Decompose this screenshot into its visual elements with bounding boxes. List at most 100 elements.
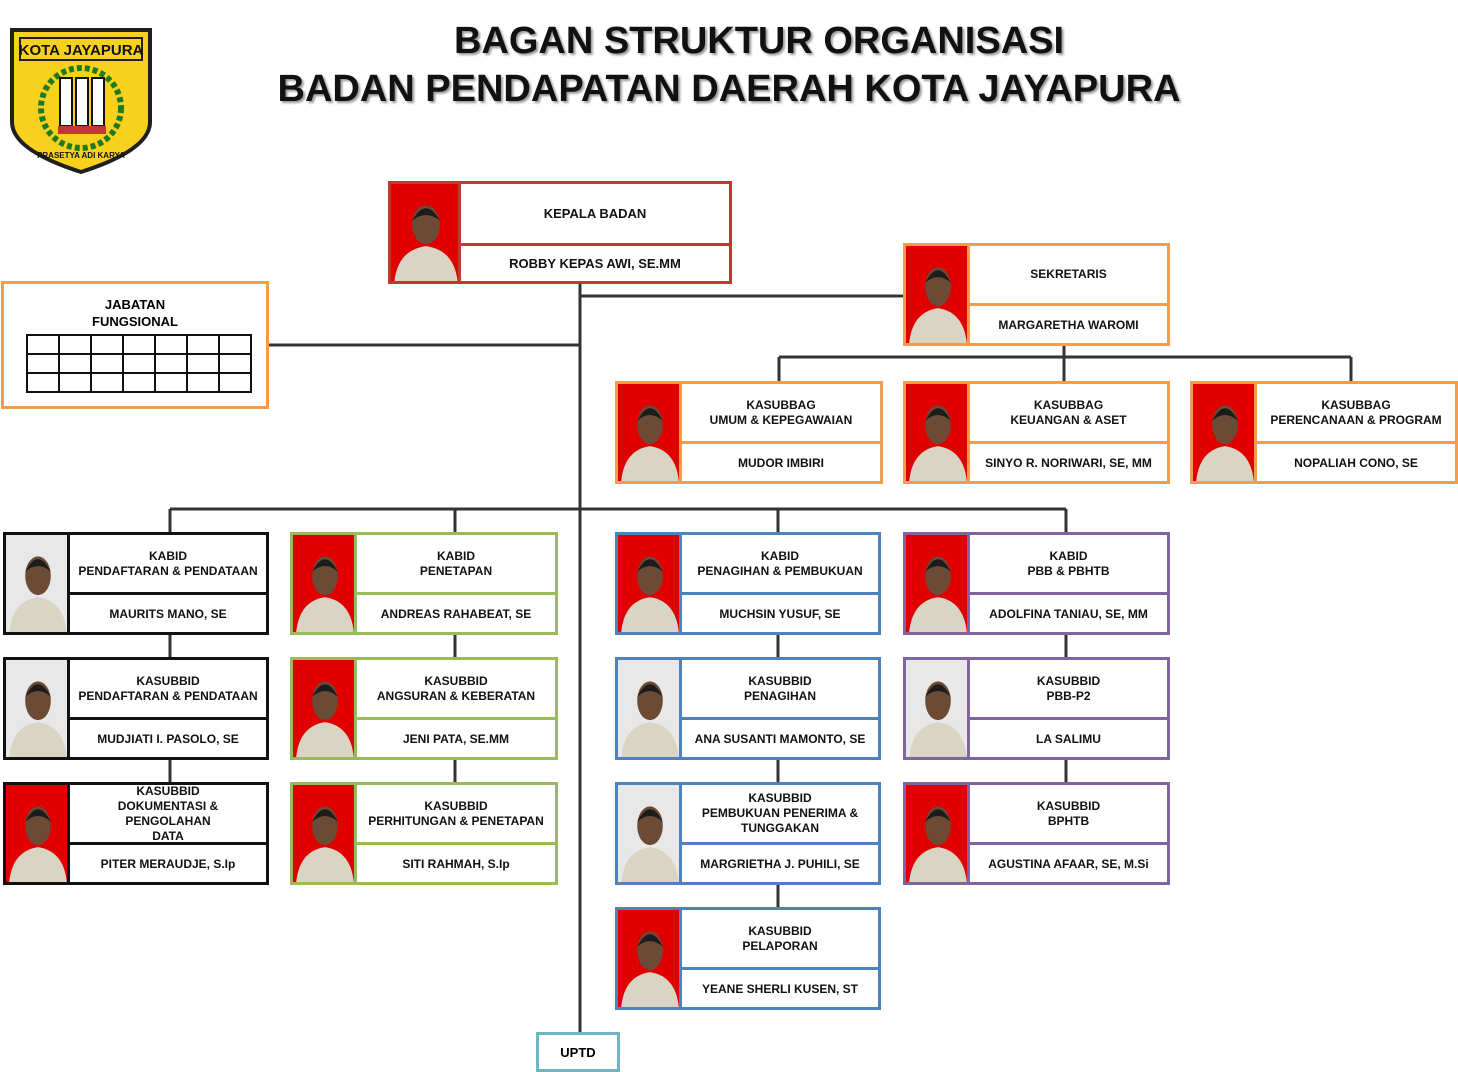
portrait-icon [9, 806, 67, 882]
person-photo [6, 785, 70, 882]
unit-role: KASUBBID ANGSURAN & KEBERATAN [357, 660, 555, 720]
portrait-icon [909, 556, 967, 632]
unit-name: YEANE SHERLI KUSEN, ST [701, 981, 859, 996]
subsection-card: KASUBBAG UMUM & KEPEGAWAIAN MUDOR IMBIRI [615, 381, 883, 484]
portrait-icon [621, 681, 679, 757]
portrait-icon [9, 556, 67, 632]
unit-card: KASUBBID ANGSURAN & KEBERATAN JENI PATA,… [290, 657, 558, 760]
unit-name: JENI PATA, SE.MM [402, 731, 509, 746]
head-photo [391, 184, 461, 281]
division-head-role: KABID PENAGIHAN & PEMBUKUAN [682, 535, 878, 595]
functional-label: JABATAN FUNGSIONAL [92, 297, 178, 329]
division-head-role: KABID PENETAPAN [357, 535, 555, 595]
subsection-name: NOPALIAH CONO, SE [1294, 455, 1418, 470]
page-title-line1: BAGAN STRUKTUR ORGANISASI [453, 20, 1065, 62]
person-photo [1193, 384, 1257, 481]
person-photo [618, 910, 682, 1007]
division-head-role: KABID PENDAFTARAN & PENDATAAN [70, 535, 266, 595]
unit-card: KASUBBID PENAGIHAN ANA SUSANTI MAMONTO, … [615, 657, 881, 760]
unit-role: KASUBBID PERHITUNGAN & PENETAPAN [357, 785, 555, 845]
portrait-icon [296, 806, 354, 882]
unit-card: KASUBBID PEMBUKUAN PENERIMA & TUNGGAKAN … [615, 782, 881, 885]
subsection-name: MUDOR IMBIRI [738, 455, 824, 470]
person-photo [293, 535, 357, 632]
person-photo [906, 384, 970, 481]
division-head-card: KABID PENETAPAN ANDREAS RAHABEAT, SE [290, 532, 558, 635]
unit-card: KASUBBID PERHITUNGAN & PENETAPAN SITI RA… [290, 782, 558, 885]
person-photo [618, 384, 682, 481]
logo-text: KOTA JAYAPURA [19, 42, 144, 59]
unit-name: PITER MERAUDJE, S.Ip [100, 856, 236, 871]
head-role: KEPALA BADAN [461, 184, 729, 246]
unit-name: MARGRIETHA J. PUHILI, SE [700, 856, 860, 871]
division-head-name: MAURITS MANO, SE [109, 606, 227, 621]
subsection-role: KASUBBAG PERENCANAAN & PROGRAM [1257, 384, 1455, 444]
portrait-icon [909, 806, 967, 882]
unit-role: KASUBBID BPHTB [970, 785, 1167, 845]
unit-name: AGUSTINA AFAAR, SE, M.Si [988, 856, 1149, 871]
unit-role: KASUBBID DOKUMENTASI & PENGOLAHAN DATA [70, 784, 266, 845]
division-head-name: MUCHSIN YUSUF, SE [719, 606, 841, 621]
portrait-icon [621, 931, 679, 1007]
unit-name: LA SALIMU [1036, 731, 1101, 746]
subsection-role: KASUBBAG KEUANGAN & ASET [970, 384, 1167, 444]
portrait-icon [1196, 405, 1254, 481]
person-photo [293, 785, 357, 882]
portrait-icon [9, 681, 67, 757]
portrait-icon [621, 556, 679, 632]
secretary-photo [906, 246, 970, 343]
subsection-role: KASUBBAG UMUM & KEPEGAWAIAN [682, 384, 880, 444]
secretary-card: SEKRETARIS MARGARETHA WAROMI [903, 243, 1170, 346]
uptd-box: UPTD [536, 1032, 620, 1072]
kota-jayapura-logo: KOTA JAYAPURA PRASETYA ADI KARYA [8, 22, 154, 175]
division-head-name: ANDREAS RAHABEAT, SE [380, 606, 532, 621]
unit-role: KASUBBID PENAGIHAN [682, 660, 878, 720]
person-photo [293, 660, 357, 757]
unit-role: KASUBBID PEMBUKUAN PENERIMA & TUNGGAKAN [682, 785, 878, 845]
unit-card: KASUBBID BPHTB AGUSTINA AFAAR, SE, M.Si [903, 782, 1170, 885]
secretary-name: MARGARETHA WAROMI [998, 317, 1139, 332]
person-photo [618, 785, 682, 882]
person-photo [618, 535, 682, 632]
unit-card: KASUBBID PENDAFTARAN & PENDATAAN MUDJIAT… [3, 657, 269, 760]
person-photo [906, 785, 970, 882]
functional-grid [26, 334, 252, 393]
portrait-icon [394, 205, 458, 281]
division-head-role: KABID PBB & PBHTB [970, 535, 1167, 595]
portrait-icon [621, 405, 679, 481]
secretary-role: SEKRETARIS [970, 246, 1167, 306]
division-head-name: ADOLFINA TANIAU, SE, MM [989, 606, 1148, 621]
unit-card: KASUBBID DOKUMENTASI & PENGOLAHAN DATA P… [3, 782, 269, 885]
logo-motto: PRASETYA ADI KARYA [37, 151, 125, 160]
division-head-card: KABID PENDAFTARAN & PENDATAAN MAURITS MA… [3, 532, 269, 635]
functional-positions-box: JABATAN FUNGSIONAL [1, 281, 269, 409]
head-name: ROBBY KEPAS AWI, SE.MM [509, 256, 681, 271]
subsection-card: KASUBBAG PERENCANAAN & PROGRAM NOPALIAH … [1190, 381, 1458, 484]
person-photo [6, 535, 70, 632]
division-head-card: KABID PENAGIHAN & PEMBUKUAN MUCHSIN YUSU… [615, 532, 881, 635]
head-of-agency-card: KEPALA BADAN ROBBY KEPAS AWI, SE.MM [388, 181, 732, 284]
unit-role: KASUBBID PENDAFTARAN & PENDATAAN [70, 660, 266, 720]
portrait-icon [909, 267, 967, 343]
person-photo [6, 660, 70, 757]
division-head-card: KABID PBB & PBHTB ADOLFINA TANIAU, SE, M… [903, 532, 1170, 635]
person-photo [906, 660, 970, 757]
portrait-icon [909, 681, 967, 757]
person-photo [906, 535, 970, 632]
person-photo [618, 660, 682, 757]
subsection-name: SINYO R. NORIWARI, SE, MM [985, 455, 1152, 470]
portrait-icon [621, 806, 679, 882]
unit-card: KASUBBID PBB-P2 LA SALIMU [903, 657, 1170, 760]
subsection-card: KASUBBAG KEUANGAN & ASET SINYO R. NORIWA… [903, 381, 1170, 484]
unit-role: KASUBBID PBB-P2 [970, 660, 1167, 720]
unit-name: MUDJIATI I. PASOLO, SE [97, 731, 239, 746]
unit-name: SITI RAHMAH, S.Ip [402, 856, 510, 871]
unit-role: KASUBBID PELAPORAN [682, 910, 878, 970]
unit-name: ANA SUSANTI MAMONTO, SE [694, 731, 866, 746]
portrait-icon [296, 556, 354, 632]
page-title-line2: BADAN PENDAPATAN DAERAH KOTA JAYAPURA [277, 68, 1181, 110]
portrait-icon [296, 681, 354, 757]
portrait-icon [909, 405, 967, 481]
unit-card: KASUBBID PELAPORAN YEANE SHERLI KUSEN, S… [615, 907, 881, 1010]
